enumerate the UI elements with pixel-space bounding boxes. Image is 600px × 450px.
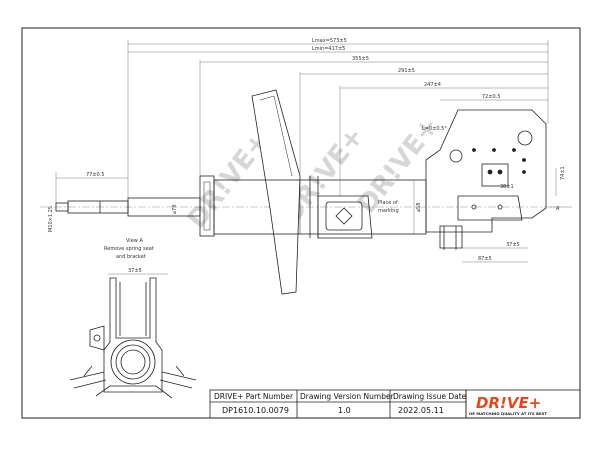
drawing-version: 1.0 — [338, 406, 351, 415]
view-a-width: 37±5 — [128, 268, 142, 274]
dim-lmin: Lmin=417±5 — [312, 46, 345, 52]
dim-72: 72±0.5 — [482, 94, 501, 100]
dim-thread: M10×1.25 — [48, 206, 54, 232]
title-block-header-version: Drawing Version Number — [300, 392, 395, 401]
dim-side-diameter: ⌀58 — [416, 203, 422, 212]
dim-angle: L=0±0.5° — [422, 126, 447, 132]
view-a-title: View A — [126, 238, 143, 244]
title-block-header-date: Drawing Issue Date — [393, 392, 467, 401]
dim-291: 291±5 — [398, 68, 415, 74]
title-block — [209, 389, 581, 419]
title-block-header-part-number: DRIVE+ Part Number — [214, 392, 294, 401]
shock-absorber-side-view — [55, 89, 547, 295]
section-label: A — [556, 206, 560, 212]
dim-247: 247±4 — [424, 82, 441, 88]
part-number: DP1610.10.0079 — [222, 406, 289, 415]
brand-tagline: OE MATCHING QUALITY AT ITS BEST — [469, 411, 547, 416]
note-place-of-marking-2: marking — [378, 208, 399, 214]
drawing-issue-date: 2022.05.11 — [398, 406, 444, 415]
note-place-of-marking-1: Place of — [378, 200, 398, 206]
dim-87: 87±5 — [478, 256, 492, 262]
dim-lmax: Lmax=573±5 — [312, 38, 347, 44]
dimension-lines — [55, 40, 572, 263]
dim-37: 37±5 — [506, 242, 520, 248]
brand-logo: DR!VE+ — [476, 394, 541, 412]
dim-38: 38±1 — [500, 184, 514, 190]
dim-tube-diameter: ⌀78 — [172, 205, 178, 214]
view-a-subtitle-1: Remove spring seat — [104, 246, 154, 252]
dim-77: 77±0.5 — [86, 172, 105, 178]
view-a-subtitle-2: and bracket — [116, 254, 146, 260]
view-a-section — [69, 277, 197, 399]
dim-355: 355±5 — [352, 56, 369, 62]
dim-74: 74±1 — [560, 166, 566, 180]
watermarks: DR!VE+ DR!VE+ DR!VE+ — [182, 112, 445, 235]
